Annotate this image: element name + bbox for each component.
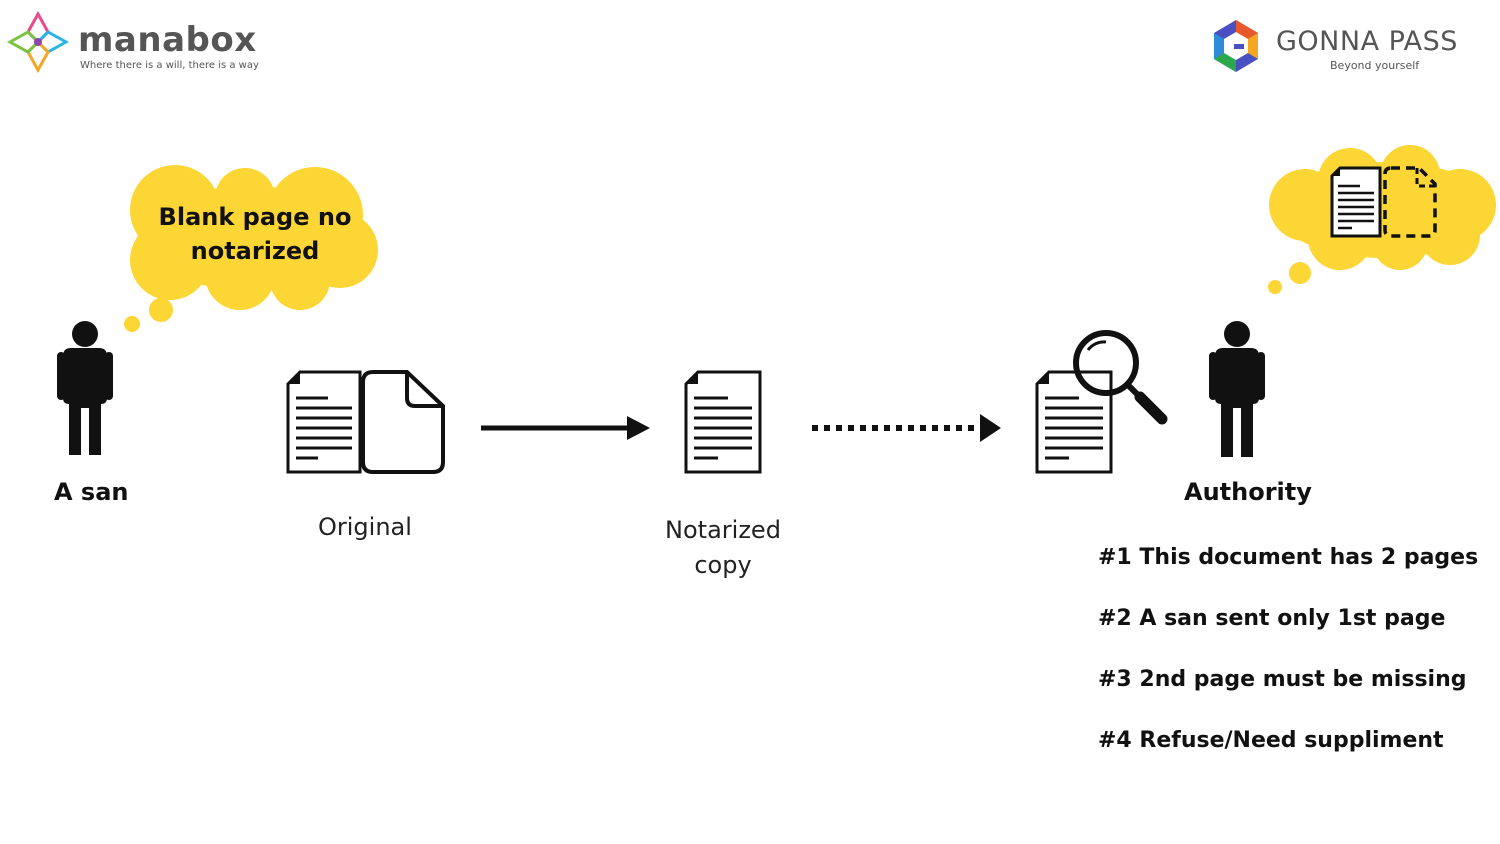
document-icon: [286, 370, 362, 474]
note-item: #3 2nd page must be missing: [1098, 667, 1467, 692]
gonnapass-logo-name: GONNA PASS: [1276, 26, 1458, 57]
original-label: Original: [318, 513, 412, 541]
thought-cloud-left: [124, 165, 378, 332]
person-label-right: Authority: [1184, 478, 1312, 506]
document-icon: [1035, 370, 1113, 474]
person-icon: [57, 321, 113, 455]
manabox-logo-tagline: Where there is a will, there is a way: [80, 60, 259, 71]
thought-cloud-text: Blank page no notarized: [158, 203, 352, 265]
notarized-copy-label: Notarized copy: [665, 516, 781, 579]
person-icon: [1209, 321, 1265, 457]
manabox-logo-mark: [6, 10, 70, 74]
note-item: #4 Refuse/Need suppliment: [1098, 728, 1444, 753]
gonnapass-logo-tagline: Beyond yourself: [1330, 59, 1420, 72]
thought-cloud-right: [1268, 145, 1496, 294]
gonnapass-logo-mark: [1214, 20, 1258, 72]
magnifier-icon: [1073, 330, 1168, 425]
blank-page-icon: [361, 370, 445, 474]
missing-page-icon: [1383, 166, 1437, 238]
note-item: #1 This document has 2 pages: [1098, 545, 1479, 570]
person-label-left: A san: [54, 478, 129, 506]
document-icon: [684, 370, 762, 474]
manabox-logo-name: manabox: [78, 20, 257, 60]
note-item: #2 A san sent only 1st page: [1098, 606, 1446, 631]
document-icon: [1330, 166, 1382, 238]
arrow-dotted-icon: [812, 414, 1001, 442]
arrow-solid-icon: [481, 416, 650, 440]
